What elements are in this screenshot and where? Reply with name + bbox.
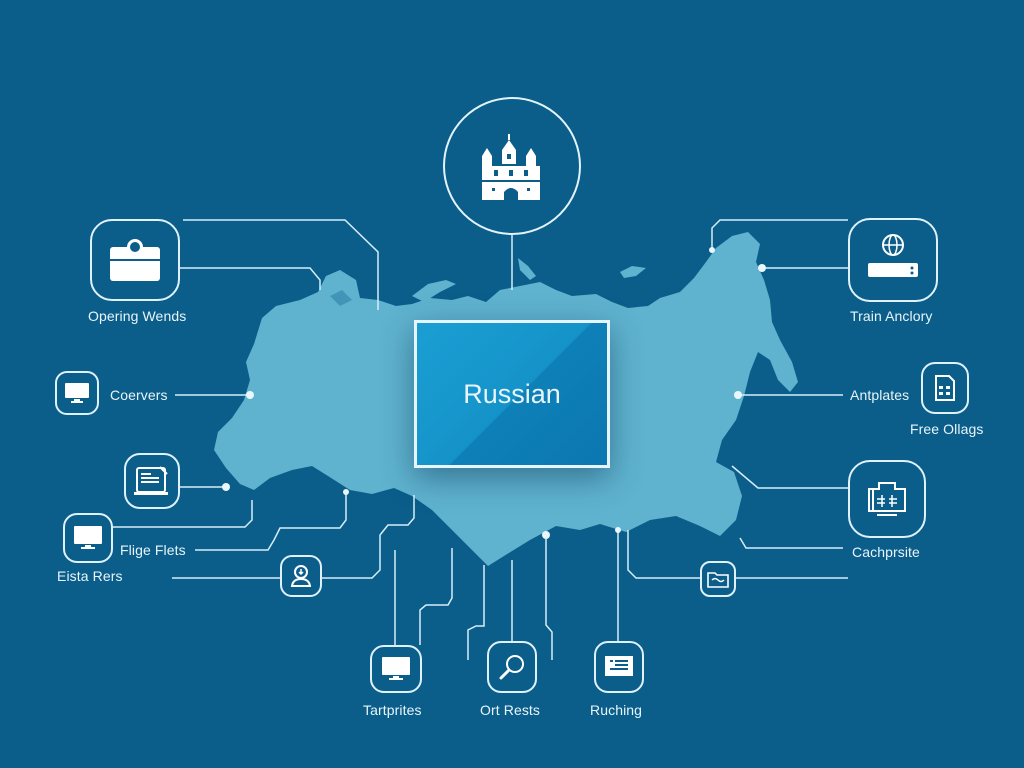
node-cachprsite[interactable] xyxy=(848,460,926,538)
label-opering-wends: Opering Wends xyxy=(88,308,187,324)
document-grid-icon xyxy=(935,375,955,401)
center-title: Russian xyxy=(463,378,561,409)
globe-server-icon xyxy=(868,234,918,277)
node-ruching[interactable] xyxy=(594,641,644,693)
node-user-location[interactable] xyxy=(280,555,322,597)
monitor-icon xyxy=(382,657,410,680)
monitor-icon xyxy=(74,526,102,549)
folder-link-icon xyxy=(707,572,729,588)
kremlin-building-icon xyxy=(482,134,540,200)
document-list-icon xyxy=(605,656,633,676)
node-tartprites[interactable] xyxy=(370,645,422,693)
node-opering-wends[interactable] xyxy=(90,219,180,301)
user-location-icon xyxy=(290,565,312,587)
label-antplates: Antplates xyxy=(850,387,910,403)
label-coervers: Coervers xyxy=(110,387,168,403)
briefcase-monitor-icon xyxy=(868,482,906,516)
label-flige-flets: Flige Flets xyxy=(120,542,186,558)
center-title-box[interactable]: Russian xyxy=(414,320,610,468)
camera-briefcase-icon xyxy=(110,239,160,281)
node-antplates[interactable] xyxy=(921,362,969,414)
node-coervers[interactable] xyxy=(55,371,99,415)
node-ort-rests[interactable] xyxy=(487,641,537,693)
node-folder-link[interactable] xyxy=(700,561,736,597)
top-circle-node[interactable] xyxy=(443,97,581,235)
label-train-anclory: Train Anclory xyxy=(850,308,933,324)
document-edit-icon xyxy=(134,466,168,495)
node-flige-flets[interactable] xyxy=(63,513,113,563)
monitor-icon xyxy=(65,383,89,403)
label-ort-rests: Ort Rests xyxy=(480,702,541,718)
magnifier-icon xyxy=(499,655,524,680)
label-ruching: Ruching xyxy=(590,702,643,718)
label-cachprsite: Cachprsite xyxy=(852,544,920,560)
label-tartprites: Tartprites xyxy=(363,702,422,718)
node-train-anclory[interactable] xyxy=(848,218,938,302)
label-free-ollags: Free Ollags xyxy=(910,421,984,437)
node-document-edit[interactable] xyxy=(124,453,180,509)
label-eista-rers: Eista Rers xyxy=(57,568,123,584)
